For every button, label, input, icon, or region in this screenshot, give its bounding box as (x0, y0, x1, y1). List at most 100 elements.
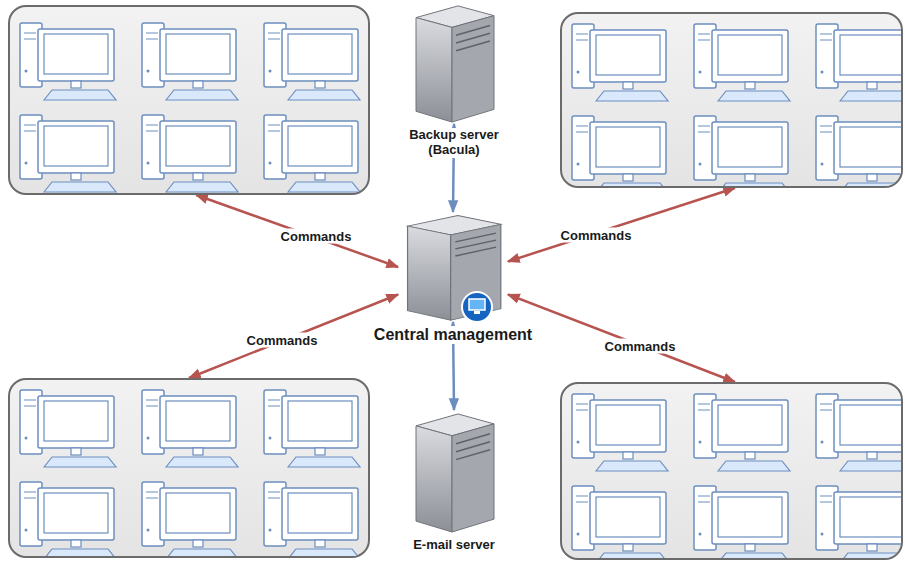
tower-slot (24, 130, 36, 131)
monitor-stand (315, 81, 325, 88)
monitor-frame (712, 30, 788, 82)
badge-monitor (469, 299, 485, 310)
monitor-stand (867, 452, 877, 459)
keyboard (44, 549, 116, 556)
monitor-screen (288, 401, 352, 441)
badge-circle (462, 292, 492, 322)
server-side (451, 224, 501, 320)
computer-icon (816, 116, 901, 186)
monitor-frame (38, 121, 114, 173)
computer-icon (694, 394, 790, 471)
server-label: Central management (371, 326, 535, 344)
tower-led (821, 71, 824, 74)
tower-slot (698, 501, 710, 502)
keyboard (718, 183, 790, 186)
server-slot (455, 247, 496, 256)
server-slot (456, 450, 490, 460)
tower-led (699, 441, 702, 444)
monitor-screen (596, 497, 660, 537)
tower-slot (576, 409, 588, 410)
monitor-screen (166, 493, 230, 533)
monitor-frame (712, 492, 788, 544)
monitor-stand (867, 174, 877, 181)
server-slot (456, 33, 490, 43)
tower-led (577, 71, 580, 74)
tower-led (269, 162, 272, 165)
edge-label: Commands (558, 228, 635, 243)
tower-led (269, 529, 272, 532)
tower-slot (576, 495, 588, 496)
tower-slot (24, 38, 36, 39)
server-slot (455, 233, 496, 242)
computer-icon (264, 482, 360, 556)
tower-slot (576, 125, 588, 126)
edge-label: Commands (244, 333, 321, 348)
monitor-frame (834, 492, 901, 544)
computer-icon (694, 486, 790, 558)
server-node: Backup server (Bacula) (408, 2, 500, 124)
computer-icon (20, 482, 116, 556)
computer-icon (20, 390, 116, 467)
workstation-art (10, 380, 368, 556)
monitor-frame (282, 488, 358, 540)
computer-icon (572, 486, 668, 558)
tower-slot (146, 130, 158, 131)
computer-icon (816, 394, 901, 471)
server-slot (456, 434, 490, 444)
monitor-screen (44, 126, 108, 166)
tower-led (25, 70, 28, 73)
monitor-stand (867, 544, 877, 551)
monitor-screen (166, 401, 230, 441)
monitor-frame (38, 488, 114, 540)
monitor-frame (834, 122, 901, 174)
keyboard (166, 549, 238, 556)
computer-icon (694, 24, 790, 101)
edge-label: Commands (278, 229, 355, 244)
monitor-frame (160, 29, 236, 81)
server-side (452, 424, 494, 532)
tower-slot (146, 124, 158, 125)
tower-led (147, 70, 150, 73)
monitor-stand (71, 540, 81, 547)
monitor-stand (623, 544, 633, 551)
server-icon (408, 410, 500, 534)
monitor-frame (834, 400, 901, 452)
keyboard (840, 553, 901, 558)
server-node: E-mail server (408, 410, 500, 534)
monitor-screen (44, 401, 108, 441)
computer-icon (572, 116, 668, 186)
status-badge (460, 290, 494, 324)
monitor-stand (623, 452, 633, 459)
workstation-group (560, 12, 903, 188)
monitor-screen (840, 127, 901, 167)
monitor-frame (282, 396, 358, 448)
tower-led (821, 533, 824, 536)
tower-slot (268, 497, 280, 498)
monitor-screen (166, 126, 230, 166)
server-front (408, 226, 451, 320)
monitor-stand (315, 173, 325, 180)
monitor-frame (712, 400, 788, 452)
monitor-frame (38, 29, 114, 81)
tower-slot (698, 403, 710, 404)
monitor-screen (288, 493, 352, 533)
server-slot (456, 41, 490, 51)
monitor-stand (745, 174, 755, 181)
monitor-frame (160, 121, 236, 173)
tower-slot (698, 409, 710, 410)
computer-icon (816, 24, 901, 101)
server-node: Central management (398, 212, 508, 322)
tower-led (821, 163, 824, 166)
tower-slot (268, 124, 280, 125)
computer-icon (142, 482, 238, 556)
tower-slot (698, 125, 710, 126)
monitor-screen (288, 34, 352, 74)
workstation-group (8, 5, 370, 195)
workstation-group (8, 378, 370, 558)
monitor-screen (840, 497, 901, 537)
computer-icon (142, 115, 238, 192)
workstation-group (560, 382, 903, 560)
monitor-stand (623, 174, 633, 181)
tower-led (147, 529, 150, 532)
